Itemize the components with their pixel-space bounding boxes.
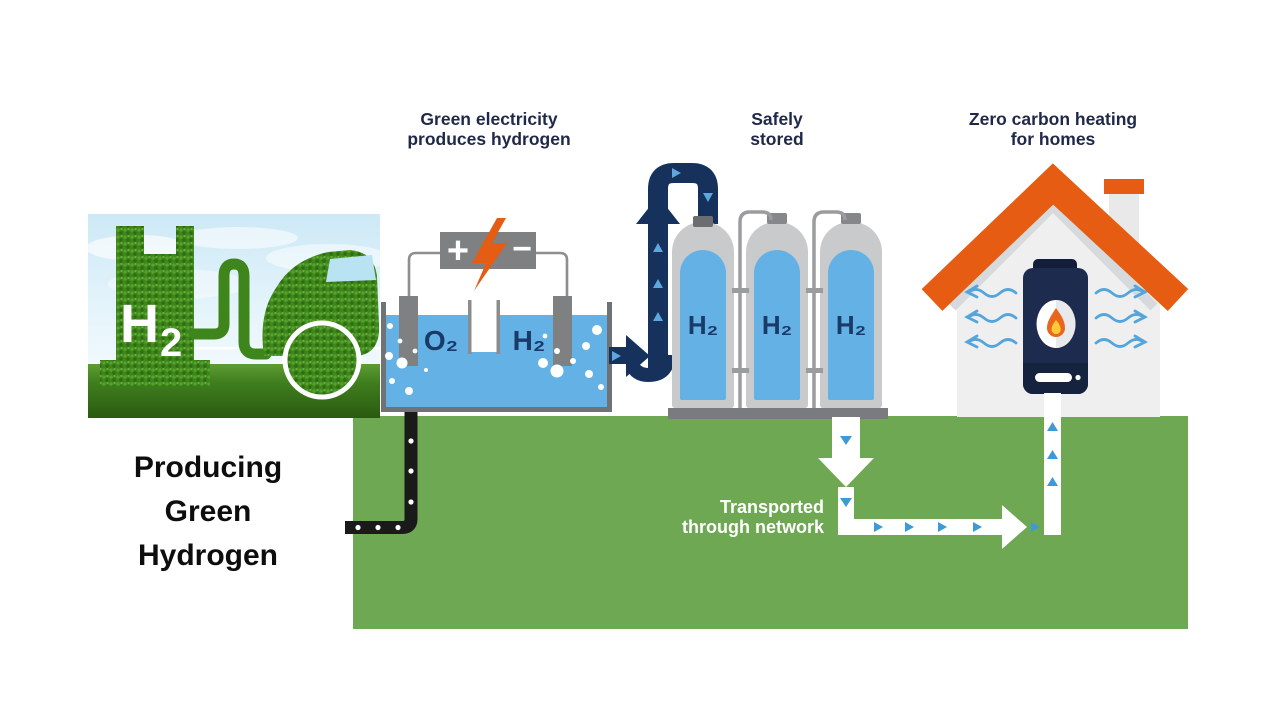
chimney-cap (1104, 179, 1144, 194)
tank-h2-label: H₂ (835, 310, 867, 340)
black-supply-pipe (345, 408, 418, 534)
hydrogen-label: H₂ (513, 325, 546, 356)
tank-base (668, 408, 888, 419)
photo-caption: Producing Green Hydrogen (133, 451, 283, 572)
down-arrowhead (818, 458, 874, 487)
right-arrowhead (626, 335, 650, 377)
bubbles (385, 323, 604, 395)
network-right-arrowhead (1002, 505, 1027, 549)
wire-left (407, 251, 441, 297)
electrolysis-diagram: + − O₂ H₂ (381, 218, 612, 412)
label-storage: Safely stored (750, 109, 804, 149)
hedge-hose (188, 258, 272, 360)
house-diagram (921, 163, 1189, 417)
electrode-hydrogen (553, 296, 572, 366)
label-electrolysis: Green electricity produces hydrogen (407, 109, 571, 149)
battery-plus: + (447, 230, 469, 272)
up-arrowhead (636, 196, 680, 224)
pump-h2-letter: H (120, 294, 159, 354)
tank-h2-label: H₂ (687, 310, 719, 340)
heat-wave-arrows-icon (964, 284, 1148, 349)
battery-minus: − (512, 230, 532, 268)
tank-h2-label: H₂ (761, 310, 793, 340)
pump-h2-subscript: 2 (160, 321, 182, 365)
hydrogen-feed-pipe (609, 163, 718, 383)
storage-tank-1: H₂ (672, 216, 734, 408)
car-window (326, 255, 376, 282)
storage-tank-3: H₂ (820, 213, 882, 408)
hedge-pump (116, 226, 194, 366)
electrode-oxygen (399, 296, 418, 366)
hedge-car-photo: H 2 (86, 214, 390, 418)
tank-valve (841, 213, 861, 224)
gable-trim (948, 198, 1158, 311)
lightning-bolt-icon (472, 218, 507, 291)
storage-tank-2: H₂ (746, 213, 808, 408)
oxygen-label: O₂ (424, 325, 458, 356)
label-transport: Transported through network (682, 497, 824, 537)
boiler-slot (1035, 373, 1072, 382)
roof (921, 163, 1189, 311)
tank-connector-pipes (732, 210, 847, 408)
label-heating: Zero carbon heating for homes (968, 109, 1138, 149)
transport-pipe-network (818, 393, 1061, 549)
tank-valve (767, 213, 787, 224)
flow-triangle-icons (840, 422, 1058, 532)
wire-right (535, 251, 569, 297)
car-wheel (282, 320, 362, 400)
tank-valve (693, 216, 713, 227)
flow-triangle-icons (612, 168, 713, 361)
